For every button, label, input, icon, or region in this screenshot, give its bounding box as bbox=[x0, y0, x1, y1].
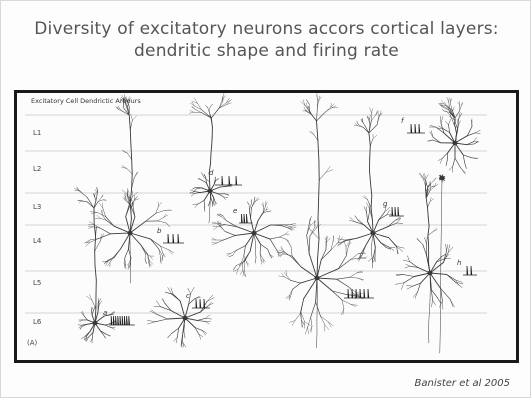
neuron-b-l4 bbox=[84, 94, 173, 283]
neuron-h-l5 bbox=[395, 173, 463, 343]
neuron-d-l2 bbox=[189, 93, 232, 223]
neuron-e-l4 bbox=[211, 197, 296, 277]
firing-trace-g: g bbox=[383, 200, 404, 216]
trace-label: e bbox=[233, 207, 237, 215]
trace-label: b bbox=[157, 227, 162, 235]
firing-trace-f: f bbox=[401, 117, 425, 133]
citation-credit: Banister et al 2005 bbox=[415, 378, 510, 389]
neuron-c-l6 bbox=[147, 287, 214, 347]
slide-title-line-1: Diversity of excitatory neurons accors c… bbox=[1, 19, 531, 39]
trace-label: f bbox=[401, 117, 405, 125]
panel-label: (A) bbox=[27, 339, 38, 347]
layer-label-l1: L1 bbox=[33, 129, 41, 137]
layer-label-l5: L5 bbox=[33, 279, 41, 287]
firing-trace-h: h bbox=[457, 259, 477, 275]
firing-trace-a: a bbox=[103, 309, 135, 325]
trace-label: g bbox=[383, 200, 388, 208]
firing-trace-d: d bbox=[209, 169, 242, 185]
trace-label: d bbox=[209, 169, 214, 177]
layer-label-l3: L3 bbox=[33, 203, 41, 211]
neuron-a-l6 bbox=[74, 187, 115, 343]
trace-label: a bbox=[103, 309, 107, 317]
firing-trace-b: b bbox=[157, 227, 184, 243]
neuron-g-l4 bbox=[337, 108, 404, 269]
layer-label-l2: L2 bbox=[33, 165, 41, 173]
neuron-figure: Excitatory Cell Dendrictic Arbours L1 L2… bbox=[17, 93, 516, 360]
layer-labels: L1 L2 L3 L4 L5 L6 bbox=[33, 129, 42, 326]
trace-label: h bbox=[457, 259, 461, 267]
slide-title-line-2: dendritic shape and firing rate bbox=[1, 41, 531, 61]
neuron-i-l2 bbox=[428, 97, 481, 174]
layer-label-l6: L6 bbox=[33, 318, 42, 326]
layer-label-l4: L4 bbox=[33, 237, 42, 245]
trace-label: c bbox=[186, 292, 190, 300]
